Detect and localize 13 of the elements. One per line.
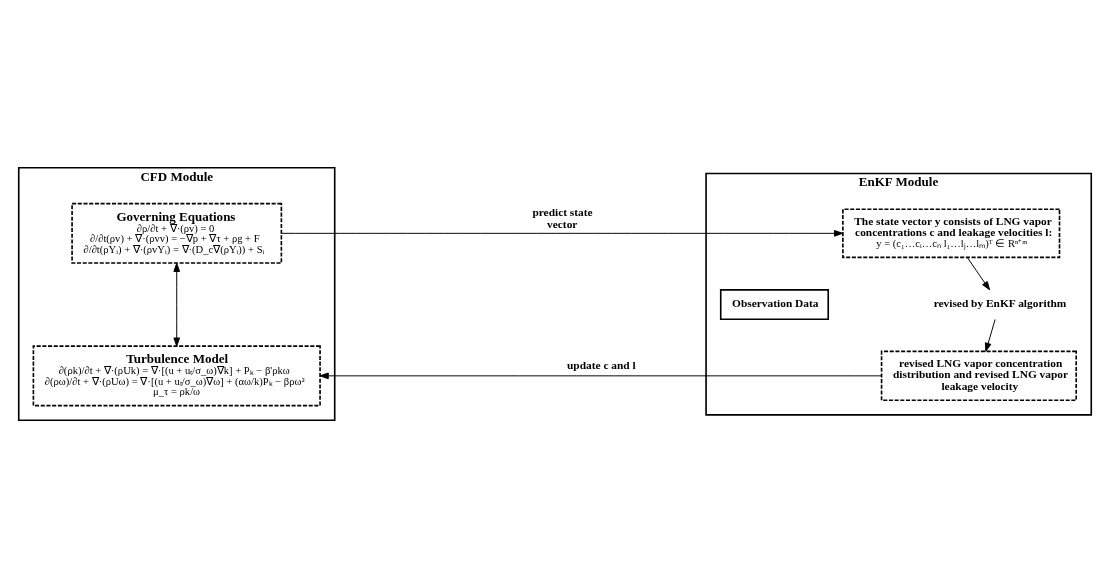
node-text: revised by EnKF algorithm <box>933 296 1067 309</box>
edge-label: update c and l <box>567 359 636 372</box>
node-box: The state vector y consists of LNG vapor concentrations c and leakage velocities l: y = (c₁…cᵢ…cₙ l₁…lⱼ…lₘ)ᵀ ∈ Rⁿ⁺ᵐ <box>842 208 1061 259</box>
node-box: Observation Data <box>719 289 830 321</box>
node-box: revised LNG vapor concentration distribution and revised LNG vapor leakage velocity <box>880 350 1077 402</box>
arrow <box>319 372 882 380</box>
arrow <box>173 262 181 347</box>
edge-label: predict state vector <box>532 206 593 230</box>
arrow <box>281 230 844 237</box>
node-box: Governing Equations ∂ρ/∂t + ∇·(ρv) = 0 ∂/∂t(ρv) + ∇·(ρvv) = −∇p + ∇τ + ρg + F ∂/∂t(ρYᵢ) + ∇·(ρvYᵢ) = ∇·(D_c∇(ρYᵢ)) + Sᵢ <box>71 202 283 264</box>
arrow <box>966 257 991 291</box>
arrow <box>984 319 996 352</box>
node-box: Turbulence Model ∂(ρk)/∂t + ∇·(ρUk) = ∇·[(u + uₜ/σ_ω)∇k] + Pₖ − β'ρkω ∂(ρω)/∂t + ∇·(ρUω) = ∇·[(u + uₜ/σ_ω)∇ω] + (αω/k)Pₖ − βρω² μ_τ = ρk/ω <box>32 345 321 407</box>
